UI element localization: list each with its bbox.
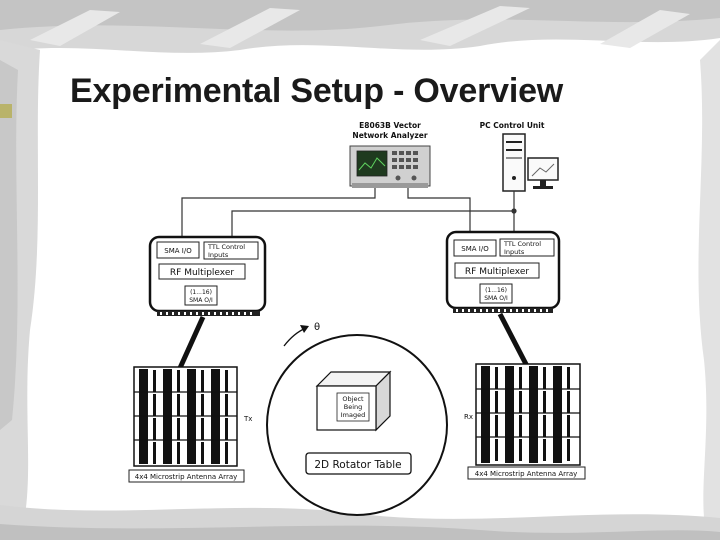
mux-right-ttl-line1: TTL Control	[503, 240, 541, 248]
rotator-table-label: 2D Rotator Table	[314, 459, 401, 471]
rf-multiplexer-right: SMA I/O TTL Control Inputs RF Multiplexe…	[445, 230, 561, 313]
rx-array-caption: 4x4 Microstrip Antenna Array	[475, 470, 578, 478]
rf-multiplexer-left: SMA I/O TTL Control Inputs RF Multiplexe…	[148, 235, 267, 316]
pc-label: PC Control Unit	[480, 121, 545, 130]
mux-left-ttl-line2: Inputs	[208, 251, 229, 259]
mux-left-out-line2: SMA O/I	[189, 297, 213, 304]
antenna-array-rx: Rx 4x4 Microstrip Antenna Array	[464, 363, 586, 480]
tx-cable	[177, 315, 206, 370]
mux-left-title: RF Multiplexer	[170, 268, 234, 278]
cables	[181, 188, 517, 237]
mux-right-ttl-line2: Inputs	[504, 248, 525, 256]
rotator-table: θ Object Being Imaged 2D Rotator Table	[266, 322, 448, 516]
mux-right-out-line2: SMA O/I	[484, 295, 508, 302]
mux-right-title: RF Multiplexer	[465, 267, 529, 277]
tx-array-caption: 4x4 Microstrip Antenna Array	[135, 473, 238, 481]
rx-side-label: Rx	[464, 413, 473, 421]
object-label-line3: Imaged	[341, 411, 365, 419]
mux-left-out-line1: (1...16)	[190, 289, 212, 296]
mux-right-out-line1: (1...16)	[485, 287, 507, 294]
vna-label-line1: E8063B Vector	[359, 121, 421, 130]
rotation-angle-label: θ	[314, 322, 320, 333]
object-label-line2: Being	[344, 403, 363, 411]
pc-control-unit: PC Control Unit	[480, 121, 559, 192]
antenna-array-tx: Tx 4x4 Microstrip Antenna Array	[128, 366, 252, 483]
rx-cable	[497, 312, 531, 370]
slide-title: Experimental Setup - Overview	[70, 72, 564, 110]
tx-side-label: Tx	[243, 415, 252, 423]
network-analyzer: E8063B Vector Network Analyzer	[349, 121, 431, 188]
vna-label-line2: Network Analyzer	[352, 131, 427, 140]
mux-left-sma-io: SMA I/O	[164, 247, 192, 255]
mux-left-ttl-line1: TTL Control	[207, 243, 245, 251]
mux-right-sma-io: SMA I/O	[461, 245, 489, 253]
object-cube: Object Being Imaged	[315, 370, 392, 432]
object-label-line1: Object	[342, 395, 364, 403]
